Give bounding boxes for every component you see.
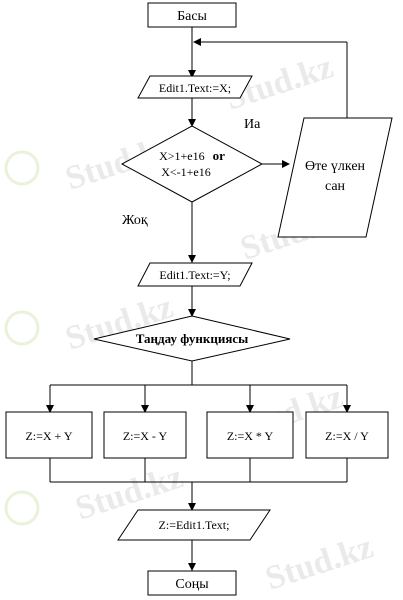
too-large-line1: Өте үлкен xyxy=(305,159,366,174)
connector-lines xyxy=(46,26,351,571)
watermark-logo xyxy=(4,150,40,526)
end-label: Соңы xyxy=(175,577,209,592)
condition-line1: X>1+e16 xyxy=(159,149,205,163)
input-y-label: Edit1.Text:=Y; xyxy=(159,268,230,282)
select-node: Таңдау функциясы xyxy=(93,315,291,362)
input-x-label: Edit1.Text:=X; xyxy=(159,81,231,95)
branch-node: Z:=X - Y xyxy=(103,411,187,459)
too-large-node: Өте үлкен сан xyxy=(277,117,393,238)
branch-node: Z:=X / Y xyxy=(305,411,389,459)
end-node: Соңы xyxy=(147,570,237,596)
input-x-node: Edit1.Text:=X; xyxy=(137,75,253,99)
branch-row: Z:=X + Y Z:=X - Y Z:=X * Y Z:=X / Y xyxy=(5,411,389,459)
select-label: Таңдау функциясы xyxy=(136,331,249,346)
condition-line2: X<-1+e16 xyxy=(161,165,211,179)
output-node: Z:=Edit1.Text; xyxy=(117,509,271,541)
condition-line1-text: X>1+e16 or xyxy=(159,147,225,164)
branch-label: Z:=X * Y xyxy=(227,429,274,443)
watermark-text: Stud.kz xyxy=(261,528,378,597)
output-label: Z:=Edit1.Text; xyxy=(159,518,230,532)
start-label: Басы xyxy=(177,9,207,24)
too-large-line2: сан xyxy=(325,179,346,194)
start-node: Басы xyxy=(147,2,237,28)
branch-node: Z:=X * Y xyxy=(206,411,294,459)
branch-label: Z:=X - Y xyxy=(123,429,168,443)
yes-label: Иа xyxy=(244,117,261,132)
branch-label: Z:=X + Y xyxy=(25,429,72,443)
no-label: Жоқ xyxy=(122,213,148,228)
condition-or: or xyxy=(213,148,226,163)
condition-node: X>1+e16 or X<-1+e16 xyxy=(120,125,264,203)
branch-node: Z:=X + Y xyxy=(5,411,93,459)
input-y-node: Edit1.Text:=Y; xyxy=(137,262,253,287)
branch-label: Z:=X / Y xyxy=(325,429,369,443)
